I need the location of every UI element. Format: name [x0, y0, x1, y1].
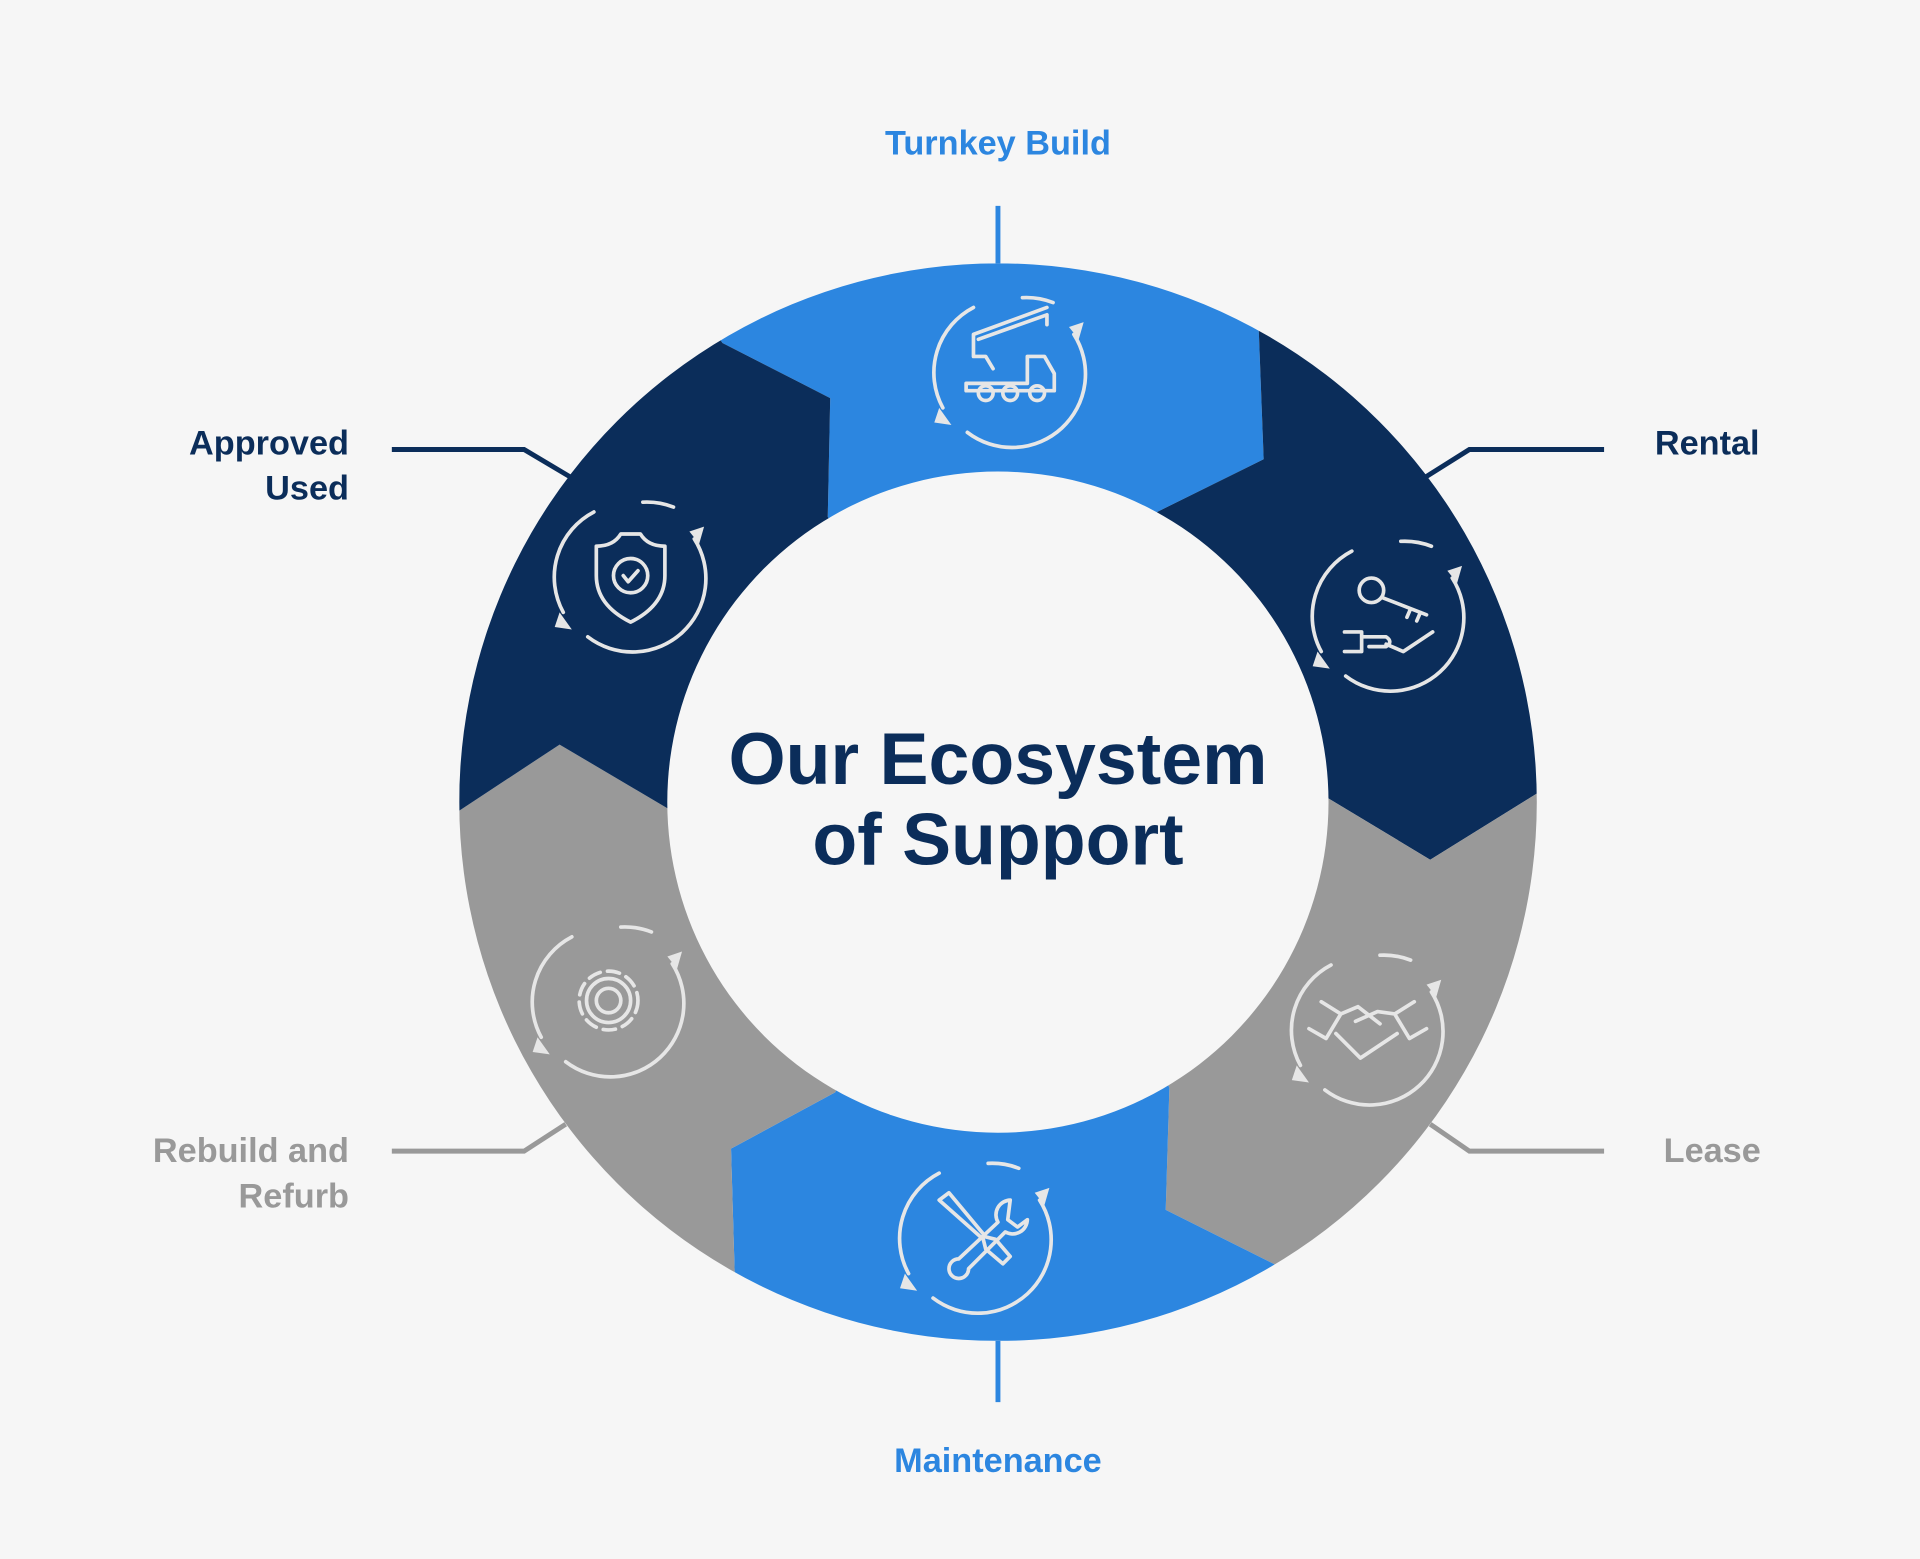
wrench-screwdriver-icon	[897, 1161, 1054, 1316]
shield-check-icon	[552, 500, 708, 654]
label-maintenance: Maintenance	[894, 1442, 1102, 1480]
label-rental: Rental	[1655, 424, 1760, 462]
connector-approved	[391, 447, 571, 479]
connector-lease	[1428, 1122, 1605, 1154]
label-approved-line1: Approved	[189, 424, 349, 462]
segment-maintenance	[685, 802, 1372, 1341]
connector-rental	[1425, 447, 1605, 479]
connector-rebuild	[391, 1122, 568, 1154]
crane-truck-icon	[932, 295, 1088, 450]
center-title-line2: of Support	[812, 798, 1183, 881]
center-title-line1: Our Ecosystem	[729, 717, 1268, 800]
label-turnkey-build: Turnkey Build	[885, 124, 1111, 162]
label-rebuild-line2: Refurb	[239, 1177, 349, 1215]
label-rebuild-line1: Rebuild and	[153, 1132, 349, 1170]
label-lease: Lease	[1664, 1132, 1761, 1170]
gear-icon	[530, 925, 686, 1079]
key-in-hand-icon	[1310, 539, 1466, 693]
label-approved-line2: Used	[265, 470, 349, 508]
handshake-icon	[1289, 953, 1445, 1107]
